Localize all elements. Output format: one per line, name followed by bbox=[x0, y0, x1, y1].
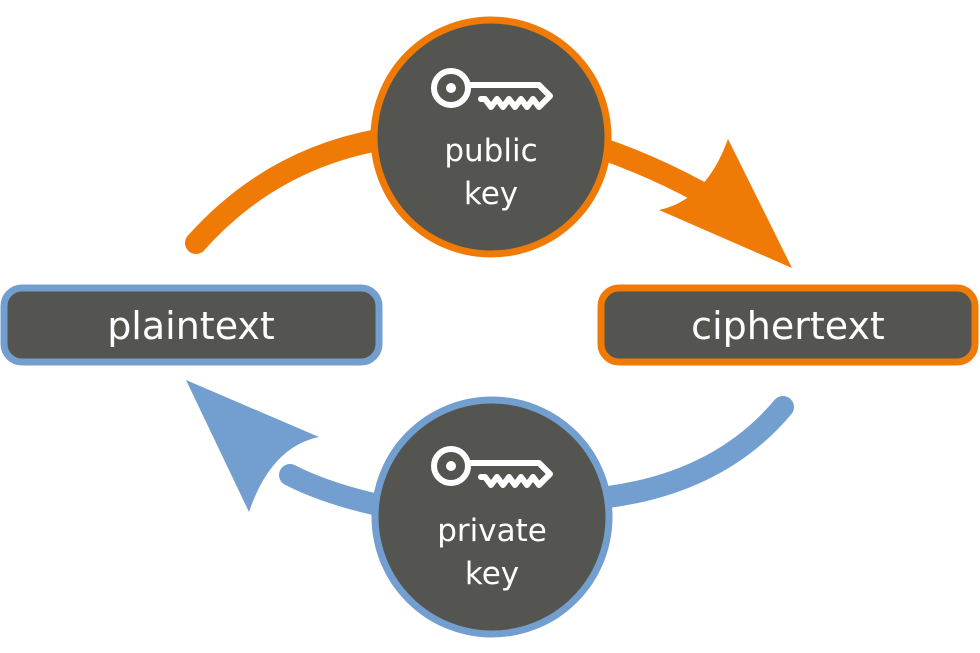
plaintext-box bbox=[0, 284, 383, 366]
public-key-label-line1: public bbox=[444, 133, 537, 169]
private-key-label-line1: private bbox=[437, 513, 547, 549]
decrypt-arrow-left-segment bbox=[279, 464, 389, 516]
public-key-node: public key bbox=[370, 16, 612, 258]
ciphertext-node: ciphertext bbox=[597, 284, 979, 366]
decrypt-arrowhead bbox=[186, 380, 319, 512]
plaintext-label: plaintext bbox=[107, 304, 275, 348]
plaintext-node: plaintext bbox=[0, 284, 383, 366]
ciphertext-box bbox=[597, 284, 979, 366]
encrypt-arrow bbox=[185, 129, 792, 268]
encrypt-arrowhead bbox=[659, 139, 792, 268]
public-key-label-line2: key bbox=[464, 176, 518, 212]
decrypt-arrow-right-segment bbox=[597, 396, 794, 508]
public-key-circle bbox=[370, 16, 612, 258]
decrypt-arrow bbox=[186, 380, 794, 516]
private-key-label-line2: key bbox=[465, 556, 519, 592]
encrypt-arrow-right-segment bbox=[589, 137, 711, 203]
ciphertext-label: ciphertext bbox=[691, 304, 885, 348]
private-key-node: private key bbox=[371, 396, 613, 638]
key-icon bbox=[431, 68, 553, 110]
encrypt-arrow-left-segment bbox=[185, 129, 389, 254]
key-icon bbox=[431, 446, 553, 488]
